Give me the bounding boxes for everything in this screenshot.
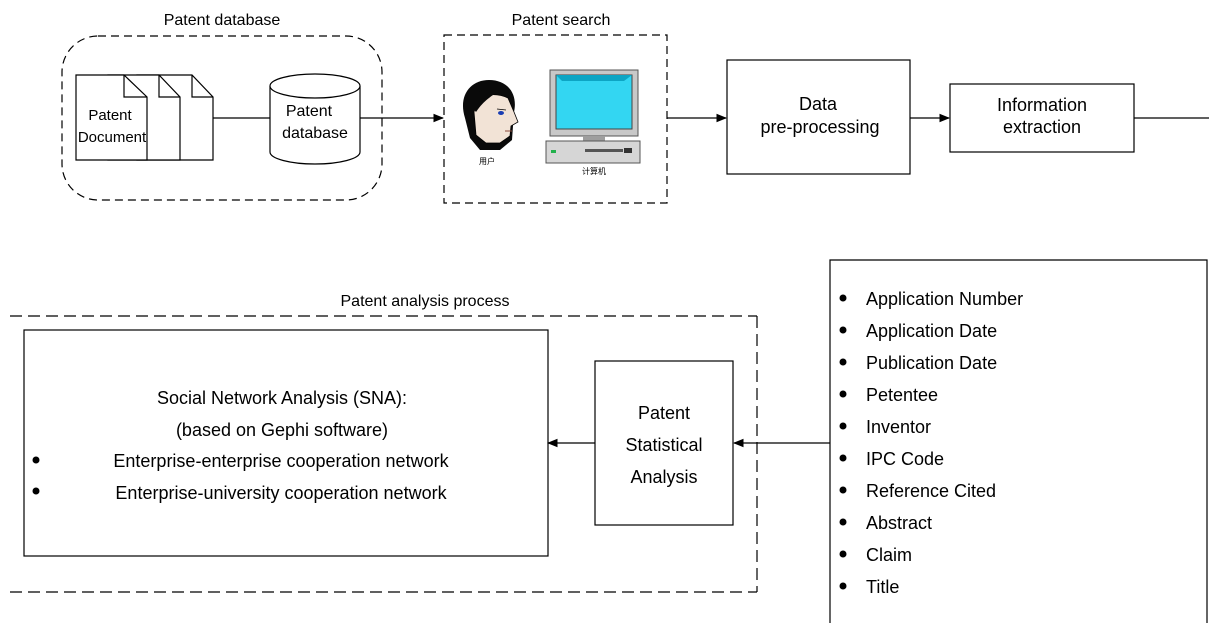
field-bullet xyxy=(839,326,847,334)
patent-analysis-group-title: Patent analysis process xyxy=(341,293,510,310)
user-icon xyxy=(462,80,519,150)
field-item: Inventor xyxy=(866,417,931,437)
field-bullet xyxy=(839,550,847,558)
field-bullet xyxy=(839,294,847,302)
field-bullet xyxy=(839,390,847,398)
field-item: Application Number xyxy=(866,289,1023,309)
field-bullet xyxy=(839,422,847,430)
sna-bullet-2 xyxy=(32,487,40,495)
patent-database-cylinder xyxy=(269,73,361,165)
patent-document-label-line1: Patent xyxy=(88,107,132,124)
sna-item-1: Enterprise-enterprise cooperation networ… xyxy=(113,451,449,471)
field-item: Publication Date xyxy=(866,353,997,373)
patent-search-group-border xyxy=(443,34,668,204)
patent-document-label-line2: Document xyxy=(78,129,147,146)
field-item: Petentee xyxy=(866,385,938,405)
field-item: Reference Cited xyxy=(866,481,996,501)
patent-document-stack xyxy=(75,74,214,161)
data-preprocessing-label-line2: pre-processing xyxy=(760,117,879,137)
field-item: Claim xyxy=(866,545,912,565)
user-caption: 用户 xyxy=(479,156,495,166)
patent-database-label-line1: Patent xyxy=(286,103,333,120)
information-extraction-label-line1: Information xyxy=(997,95,1087,115)
field-item: Abstract xyxy=(866,513,932,533)
patent-database-group-border xyxy=(61,35,383,201)
field-item: IPC Code xyxy=(866,449,944,469)
patent-database-group-title: Patent database xyxy=(164,12,281,29)
computer-icon xyxy=(545,69,641,164)
computer-caption: 计算机 xyxy=(582,166,606,176)
sna-box xyxy=(23,329,549,557)
field-bullet xyxy=(839,582,847,590)
data-preprocessing-label-line1: Data xyxy=(799,94,838,114)
patent-database-label-line2: database xyxy=(282,125,348,142)
field-bullet xyxy=(839,518,847,526)
field-item: Application Date xyxy=(866,321,997,341)
sna-subtitle: (based on Gephi software) xyxy=(176,420,388,440)
patent-search-group-title: Patent search xyxy=(512,12,611,29)
patent-statistical-label-line3: Analysis xyxy=(630,467,697,487)
patent-statistical-label-line1: Patent xyxy=(638,403,690,423)
extracted-fields-box xyxy=(829,259,1208,623)
field-item: Title xyxy=(866,577,899,597)
sna-item-2: Enterprise-university cooperation networ… xyxy=(115,483,447,503)
data-preprocessing-box xyxy=(726,59,911,175)
sna-bullet-1 xyxy=(32,456,40,464)
field-bullet xyxy=(839,486,847,494)
patent-statistical-box xyxy=(594,360,734,526)
field-bullet xyxy=(839,358,847,366)
information-extraction-label-line2: extraction xyxy=(1003,117,1081,137)
sna-title: Social Network Analysis (SNA): xyxy=(157,388,407,408)
information-extraction-box xyxy=(949,83,1135,153)
field-bullet xyxy=(839,454,847,462)
patent-statistical-label-line2: Statistical xyxy=(625,435,702,455)
